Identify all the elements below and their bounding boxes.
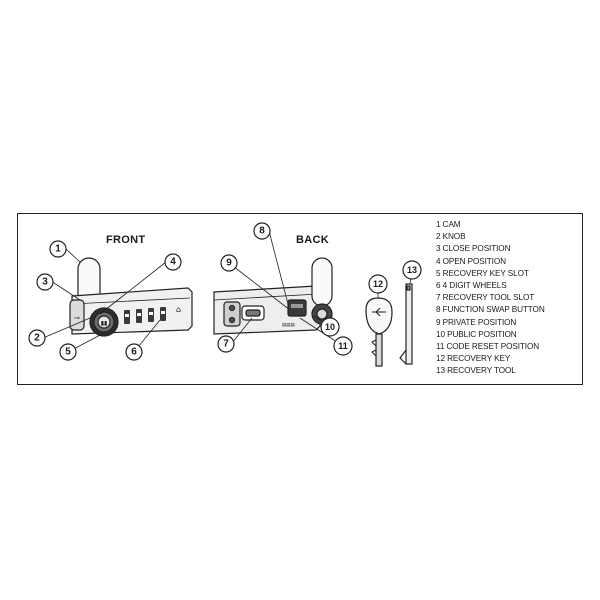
callout-13: 13 [406,265,417,275]
legend-item: 11 CODE RESET POSITION [436,342,540,352]
diagram-frame [17,213,583,385]
callout-8: 8 [259,225,265,237]
callout-12: 12 [372,279,383,289]
callout-4: 4 [170,256,176,268]
callout-11: 11 [338,341,348,351]
legend-item: 3 CLOSE POSITION [436,244,511,254]
callout-2: 2 [34,332,40,344]
legend-item: 5 RECOVERY KEY SLOT [436,268,529,278]
front-lock: ▮▮ ⊸ ⌂ [69,257,193,337]
legend-item: 13 RECOVERY TOOL [436,366,516,376]
svg-text:⌂: ⌂ [176,305,181,314]
svg-text:▮▮: ▮▮ [101,321,108,327]
callout-circles [28,222,422,361]
back-lock: ▤▤▤ [213,257,333,335]
legend-item: 9 PRIVATE POSITION [436,317,517,327]
callout-6: 6 [131,346,137,358]
svg-text:⊸: ⊸ [74,314,80,322]
callout-10: 10 [324,322,335,332]
legend-item: 8 FUNCTION SWAP BUTTON [436,305,545,315]
callout-1: 1 [55,243,61,255]
recovery-key [365,297,393,367]
legend-item: 12 RECOVERY KEY [436,354,511,364]
svg-text:▤▤▤: ▤▤▤ [282,322,296,327]
callout-3: 3 [42,276,48,288]
callout-5: 5 [65,346,71,358]
back-view-title: BACK [296,234,329,246]
legend-item: 6 4 DIGIT WHEELS [436,281,507,291]
parts-legend: 1 CAM 2 KNOB 3 CLOSE POSITION 4 OPEN POS… [436,219,545,378]
legend-item: 1 CAM [436,220,461,229]
callout-9: 9 [226,257,232,269]
front-view-title: FRONT [106,234,146,246]
recovery-tool [399,283,413,365]
front-body [71,287,193,335]
callout-7: 7 [223,338,229,350]
legend-item: 7 RECOVERY TOOL SLOT [436,293,535,303]
legend-item: 4 OPEN POSITION [436,256,506,266]
legend-item: 10 PUBLIC POSITION [436,329,517,339]
back-cam [311,257,333,307]
legend-item: 2 KNOB [436,232,466,242]
front-digit-wheels [124,307,166,324]
